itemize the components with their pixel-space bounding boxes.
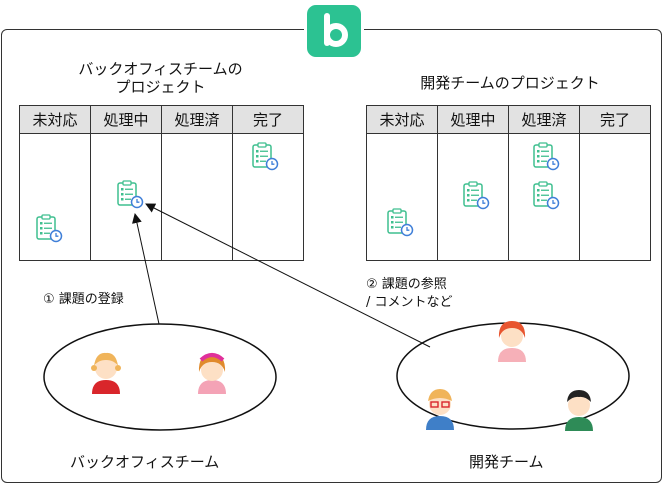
dev-team-label: 開発チーム <box>469 453 544 471</box>
backoffice-kanban-board: 未対応 処理中 処理済 完了 <box>19 105 304 261</box>
backoffice-project-title-line1: バックオフィスチームの <box>78 60 243 78</box>
register-arrow <box>132 213 160 325</box>
column-header: 未対応 <box>367 106 437 134</box>
column-in-progress: 処理中 <box>91 106 162 260</box>
person-icon <box>426 389 454 430</box>
column-header: 完了 <box>233 106 303 134</box>
reference-label-line2: / コメントなど <box>366 295 453 310</box>
person-icon <box>198 353 226 394</box>
column-resolved: 処理済 <box>162 106 233 260</box>
person-icon <box>91 352 121 394</box>
backoffice-project-title: バックオフィスチームの プロジェクト <box>58 60 263 96</box>
backoffice-team-ellipse <box>43 323 277 431</box>
column-in-progress: 処理中 <box>438 106 509 260</box>
person-icon <box>498 321 526 362</box>
backlog-logo-icon <box>304 2 364 60</box>
register-label: ① 課題の登録 <box>43 292 124 307</box>
column-header: 完了 <box>580 106 650 134</box>
column-done: 完了 <box>233 106 303 260</box>
dev-project-title: 開発チームのプロジェクト <box>420 74 600 92</box>
column-header: 未対応 <box>20 106 90 134</box>
backoffice-team-label: バックオフィスチーム <box>70 453 220 471</box>
reference-label-line1: ② 課題の参照 <box>366 277 447 292</box>
column-resolved: 処理済 <box>509 106 580 260</box>
column-todo: 未対応 <box>367 106 438 260</box>
backoffice-project-title-line2: プロジェクト <box>115 78 206 96</box>
column-done: 完了 <box>580 106 650 260</box>
column-header: 処理済 <box>162 106 232 134</box>
column-header: 処理中 <box>91 106 161 134</box>
column-header: 処理中 <box>438 106 508 134</box>
reference-arrow <box>145 203 431 348</box>
column-header: 処理済 <box>509 106 579 134</box>
person-icon <box>565 390 593 431</box>
column-todo: 未対応 <box>20 106 91 260</box>
dev-kanban-board: 未対応 処理中 処理済 完了 <box>366 105 651 261</box>
